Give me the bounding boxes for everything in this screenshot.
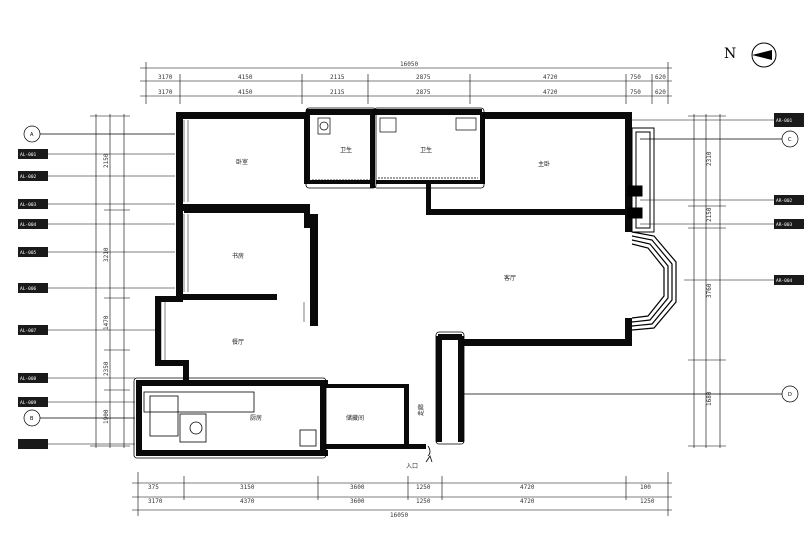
svg-text:AL-009: AL-009 (20, 400, 37, 406)
axis-marker-icon (23, 125, 41, 143)
axis-marker-icon (781, 130, 799, 148)
svg-text:2115: 2115 (330, 89, 345, 96)
right-dims: 2310 2150 3760 1680 (706, 151, 713, 406)
svg-text:A: A (30, 132, 34, 138)
svg-text:4720: 4720 (543, 89, 558, 96)
right-dimension-chain (688, 114, 726, 448)
svg-text:4370: 4370 (240, 498, 255, 505)
svg-text:3150: 3150 (240, 484, 255, 491)
svg-text:AR-003: AR-003 (776, 222, 793, 228)
svg-text:620: 620 (655, 89, 666, 96)
bottom-overall-dim: 16050 (390, 512, 408, 519)
svg-text:AR-001: AR-001 (776, 118, 793, 124)
room-label-study: 书房 (232, 252, 244, 260)
top-dims-row2: 3170 4150 2115 2875 4720 750 620 (158, 89, 666, 96)
svg-text:750: 750 (630, 89, 641, 96)
north-letter: N (724, 46, 736, 62)
svg-text:2875: 2875 (416, 74, 431, 81)
svg-text:3170: 3170 (148, 498, 163, 505)
svg-text:AL-001: AL-001 (20, 152, 37, 158)
top-overall-dim: 16050 (400, 61, 418, 68)
room-label-bedroom-1: 卧室 (236, 158, 248, 166)
svg-text:2310: 2310 (706, 151, 713, 166)
svg-text:4150: 4150 (238, 74, 253, 81)
svg-text:1250: 1250 (416, 498, 431, 505)
axis-marker-icon (23, 409, 41, 427)
left-dims: 2150 3210 1470 2350 1900 (103, 153, 110, 424)
bottom-dims-row1: 375 3150 3600 1250 4720 100 (148, 484, 651, 491)
svg-text:1250: 1250 (416, 484, 431, 491)
north-arrow: N (724, 42, 777, 68)
room-labels: 卧室 卫生 卫生 主卧 书房 客厅 餐厅 厨房 储藏间 走廊 (232, 146, 550, 422)
svg-text:B: B (30, 416, 34, 422)
bathroom-outlines (133, 107, 485, 459)
svg-text:4720: 4720 (543, 74, 558, 81)
left-annotation-tags: AL-001 AL-002 AL-003 AL-004 AL-005 AL-00… (18, 125, 175, 449)
svg-text:100: 100 (640, 484, 651, 491)
svg-text:3600: 3600 (350, 498, 365, 505)
room-label-kitchen: 厨房 (250, 414, 262, 422)
svg-text:2150: 2150 (103, 153, 110, 168)
room-label-dining: 餐厅 (232, 338, 244, 346)
svg-text:750: 750 (630, 74, 641, 81)
wall-section-lines (160, 115, 317, 360)
room-label-bathroom-1: 卫生 (340, 146, 352, 154)
svg-text:3600: 3600 (350, 484, 365, 491)
left-dimension-chain (90, 114, 130, 448)
interior-walls (136, 112, 626, 456)
svg-text:D: D (788, 392, 792, 398)
balcony-right (627, 127, 655, 233)
svg-text:AL-006: AL-006 (20, 286, 37, 292)
svg-text:3170: 3170 (158, 74, 173, 81)
svg-text:AL-007: AL-007 (20, 328, 37, 334)
room-label-storage: 储藏间 (346, 414, 364, 422)
svg-text:2350: 2350 (103, 361, 110, 376)
svg-text:AL-005: AL-005 (20, 250, 37, 256)
svg-text:AL-002: AL-002 (20, 174, 37, 180)
exterior-walls (155, 109, 632, 386)
entrance-marker: 入口 (406, 445, 433, 470)
svg-text:3210: 3210 (103, 247, 110, 262)
svg-text:375: 375 (148, 484, 159, 491)
svg-text:AL-004: AL-004 (20, 222, 37, 228)
svg-text:AL-003: AL-003 (20, 202, 37, 208)
top-dimension-chain (140, 62, 672, 104)
svg-text:AR-004: AR-004 (776, 278, 793, 284)
bottom-dimension-chain (132, 472, 672, 516)
svg-text:AR-002: AR-002 (776, 198, 793, 204)
room-label-living: 客厅 (504, 274, 516, 282)
bathroom-fixtures (317, 117, 477, 135)
bay-window (631, 231, 677, 331)
room-label-corridor: 走廊 (417, 404, 425, 416)
entrance-arrow-icon (425, 445, 433, 463)
svg-text:2150: 2150 (706, 207, 713, 222)
bottom-dims-row2: 3170 4370 3600 1250 4720 1250 (148, 498, 655, 505)
axis-marker-icon (781, 385, 799, 403)
kitchen-fixtures (143, 391, 317, 447)
svg-text:AL-008: AL-008 (20, 376, 37, 382)
svg-text:1470: 1470 (103, 315, 110, 330)
svg-text:2115: 2115 (330, 74, 345, 81)
svg-text:1250: 1250 (640, 498, 655, 505)
top-dims-row1: 3170 4150 2115 2875 4720 750 620 (158, 74, 666, 81)
right-annotation-tags: AR-001 AR-002 AR-003 AR-004 C D (462, 113, 804, 403)
svg-text:1900: 1900 (103, 409, 110, 424)
svg-text:2875: 2875 (416, 89, 431, 96)
svg-text:4720: 4720 (520, 498, 535, 505)
svg-text:入口: 入口 (406, 463, 418, 470)
svg-text:C: C (788, 137, 792, 143)
svg-text:3760: 3760 (706, 283, 713, 298)
svg-text:1680: 1680 (706, 391, 713, 406)
svg-text:620: 620 (655, 74, 666, 81)
room-label-bedroom-2: 主卧 (538, 160, 550, 168)
room-label-bathroom-2: 卫生 (420, 146, 432, 154)
svg-text:4720: 4720 (520, 484, 535, 491)
svg-text:4150: 4150 (238, 89, 253, 96)
svg-text:3170: 3170 (158, 89, 173, 96)
